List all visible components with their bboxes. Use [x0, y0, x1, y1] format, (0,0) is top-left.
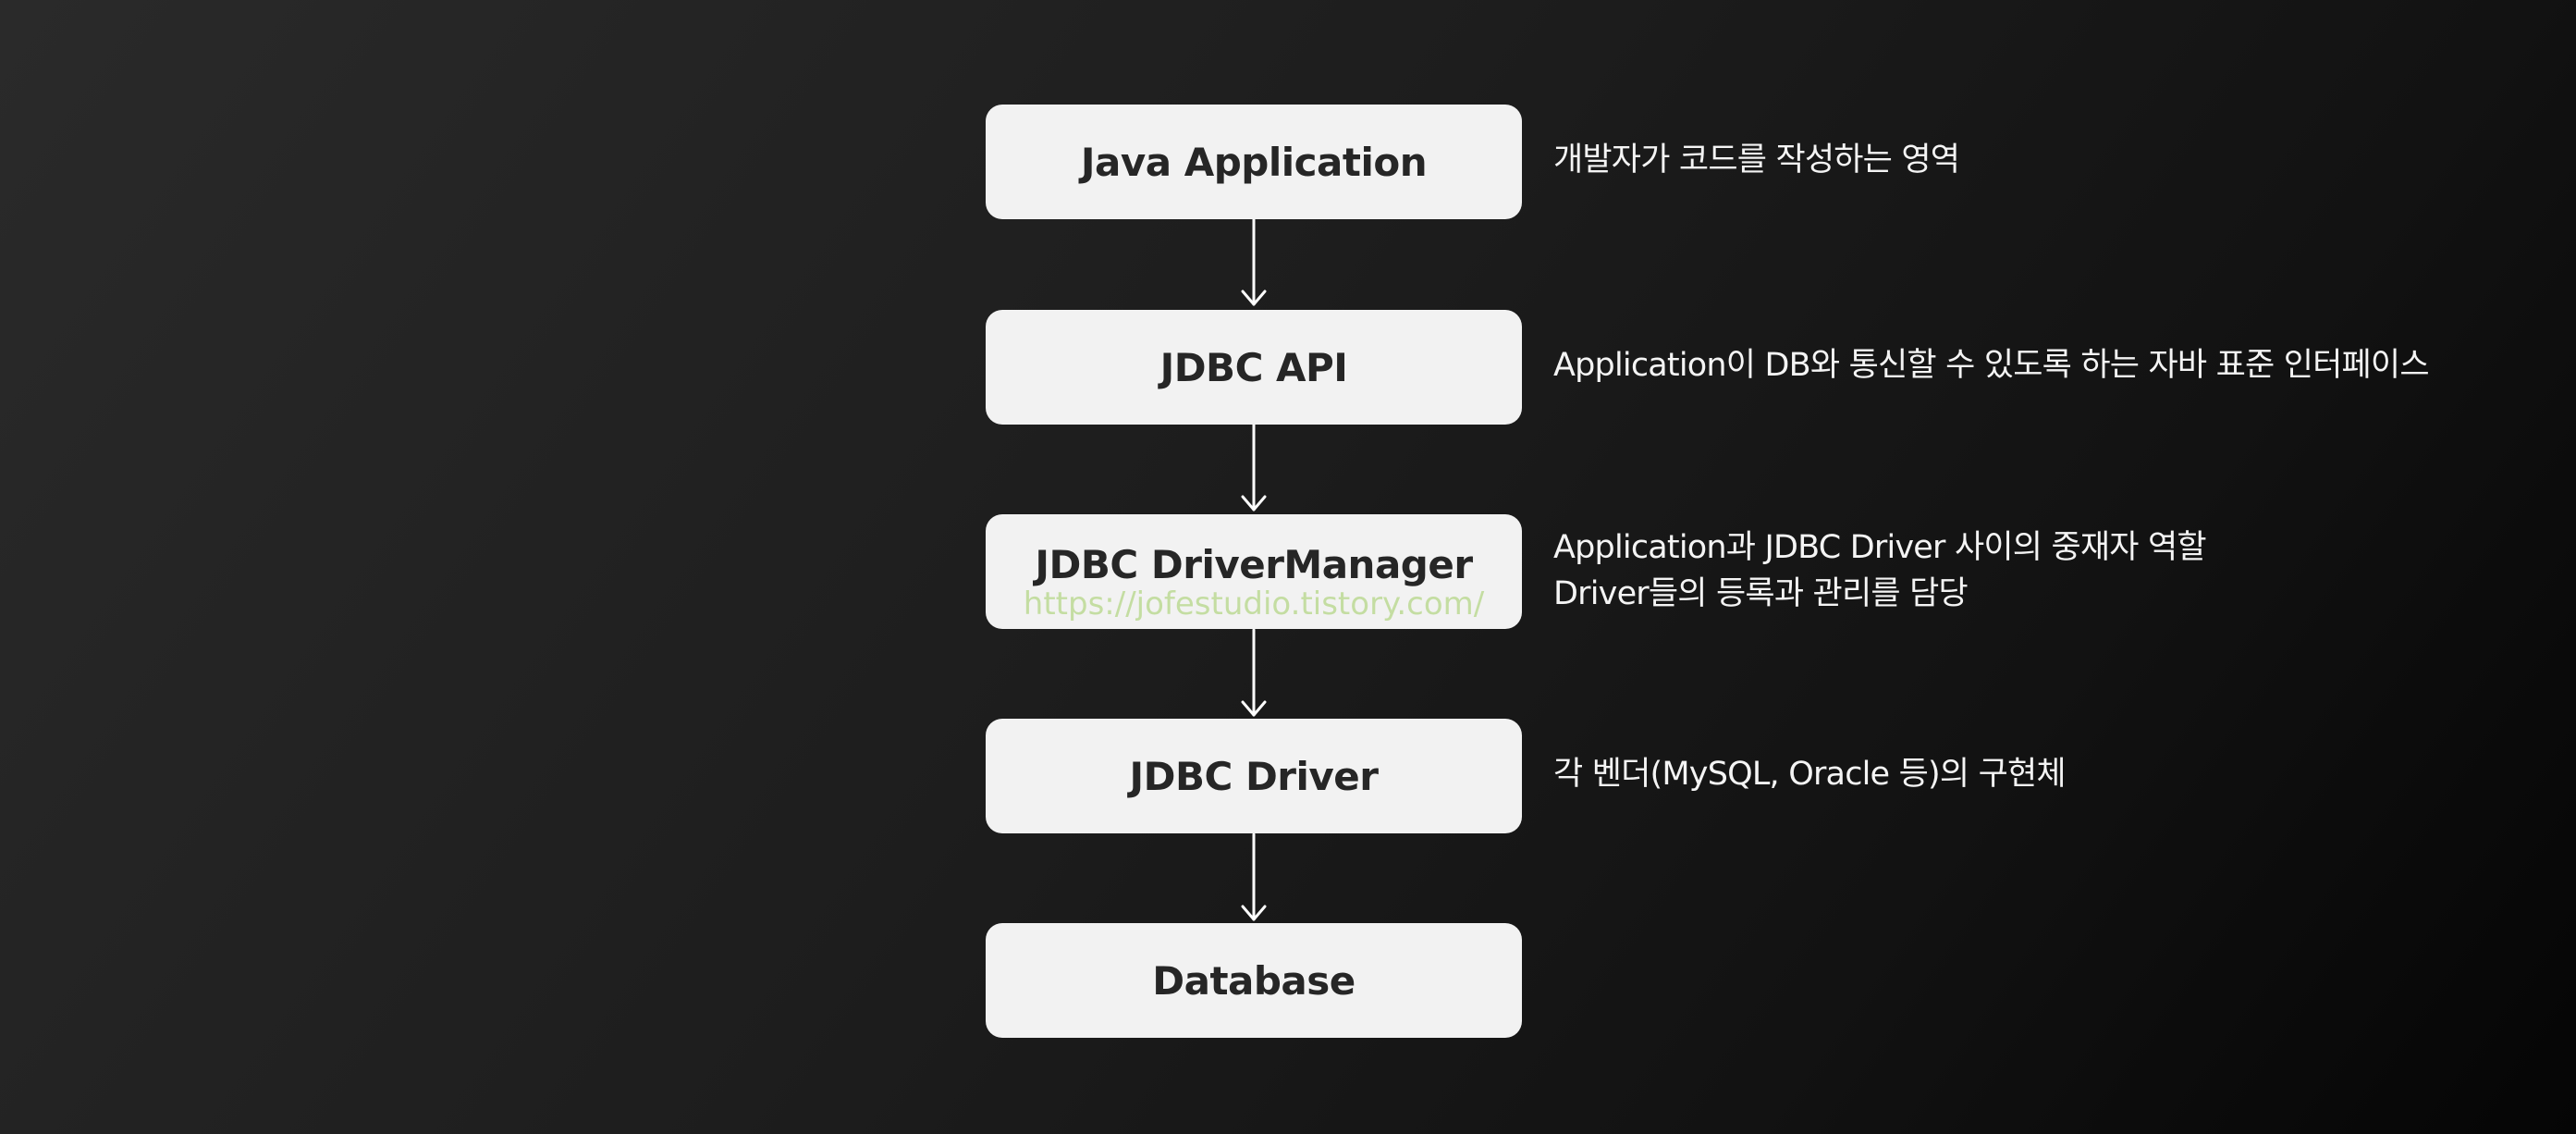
node-jdbc-api: JDBC API — [986, 310, 1522, 425]
node-label: JDBC DriverManager — [1035, 541, 1473, 587]
description-java-application: 개발자가 코드를 작성하는 영역 — [1553, 137, 1960, 183]
node-label: Java Application — [1080, 139, 1428, 185]
description-line: 각 벤더(MySQL, Oracle 등)의 구현체 — [1553, 756, 2067, 793]
node-jdbc-drivermanager: JDBC DriverManager — [986, 514, 1522, 629]
description-line: Application과 JDBC Driver 사이의 중재자 역할 — [1553, 529, 2207, 566]
arrow-jdbc-driver-to-database — [1241, 832, 1267, 921]
description-line: Driver들의 등록과 관리를 담당 — [1553, 575, 1969, 612]
node-label: JDBC Driver — [1129, 753, 1380, 799]
description-line: 개발자가 코드를 작성하는 영역 — [1553, 142, 1960, 179]
node-java-application: Java Application — [986, 105, 1522, 219]
node-label: JDBC API — [1159, 344, 1348, 390]
description-jdbc-drivermanager: Application과 JDBC Driver 사이의 중재자 역할 Driv… — [1553, 524, 2207, 617]
description-jdbc-driver: 각 벤더(MySQL, Oracle 등)의 구현체 — [1553, 751, 2067, 797]
description-line: Application이 DB와 통신할 수 있도록 하는 자바 표준 인터페이… — [1553, 347, 2430, 384]
watermark-url: https://jofestudio.tistory.com/ — [1023, 585, 1485, 622]
description-jdbc-api: Application이 DB와 통신할 수 있도록 하는 자바 표준 인터페이… — [1553, 342, 2430, 388]
arrow-jdbc-drivermanager-to-jdbc-driver — [1241, 628, 1267, 717]
arrow-java-application-to-jdbc-api — [1241, 217, 1267, 306]
node-jdbc-driver: JDBC Driver — [986, 719, 1522, 833]
node-database: Database — [986, 923, 1522, 1038]
node-label: Database — [1152, 957, 1355, 1004]
arrow-jdbc-api-to-jdbc-drivermanager — [1241, 423, 1267, 512]
